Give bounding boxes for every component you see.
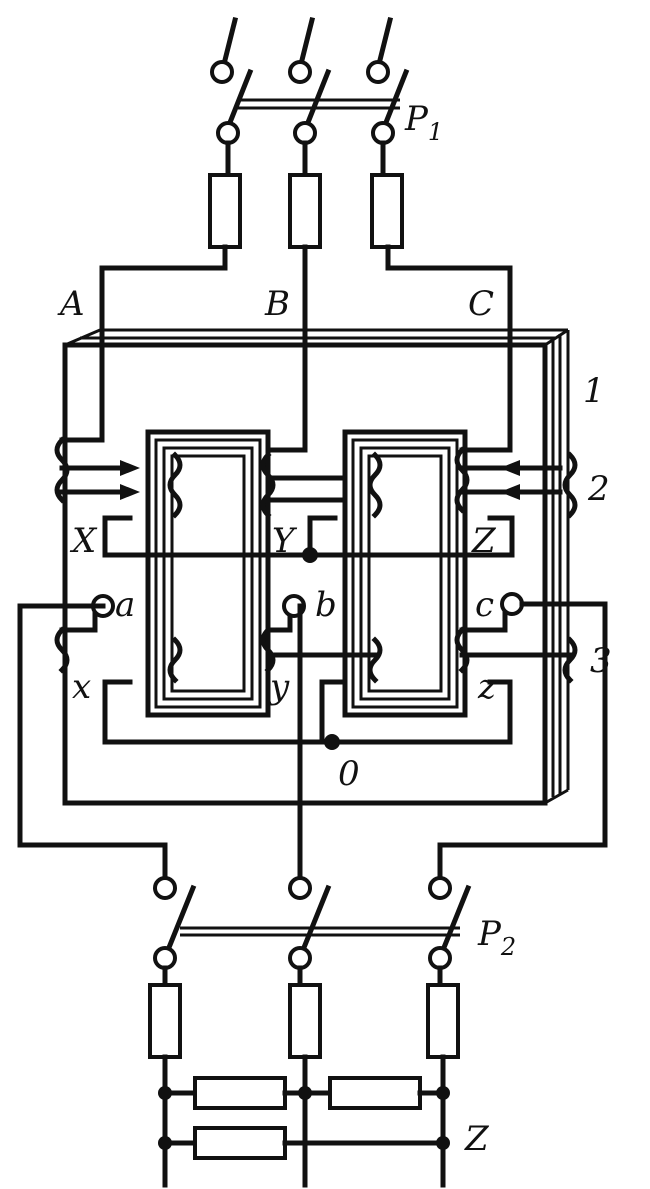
- label-Z: Z: [471, 521, 497, 561]
- neutral-point: [324, 734, 340, 750]
- label-b: b: [315, 585, 337, 625]
- terminal-top-1: [210, 60, 234, 84]
- primary-star: [102, 515, 515, 563]
- callout-primary-winding: 2: [587, 469, 610, 509]
- label-A: A: [57, 284, 85, 324]
- primary-windings: [54, 436, 578, 519]
- label-c: c: [475, 585, 494, 625]
- label-neutral: 0: [338, 754, 360, 794]
- fuse-top-a: [208, 173, 242, 249]
- callout-secondary-winding: 3: [590, 641, 612, 681]
- secondary-output-lines: [17, 601, 608, 878]
- terminal-c: [500, 592, 524, 616]
- label-Y: Y: [272, 521, 298, 561]
- primary-star-point: [302, 547, 318, 563]
- label-X: X: [69, 521, 98, 561]
- switch-bottom-label: P2: [477, 914, 516, 961]
- fuse-bottom-b: [288, 983, 322, 1059]
- top-fuses: [208, 140, 404, 249]
- label-load: Z: [464, 1119, 490, 1159]
- fuse-bottom-a: [148, 983, 182, 1059]
- transformer-core: [62, 328, 570, 806]
- primary-lines: [59, 244, 513, 453]
- load-network: [158, 1054, 450, 1188]
- label-a: a: [115, 585, 135, 625]
- label-z: z: [477, 667, 497, 707]
- label-y: y: [268, 667, 290, 707]
- load-resistor-ab: [193, 1076, 287, 1110]
- bottom-fuses: [148, 965, 460, 1059]
- load-resistor-ca: [193, 1126, 287, 1160]
- callout-core: 1: [583, 371, 605, 411]
- top-switch: [210, 16, 410, 145]
- bottom-switch: [153, 876, 472, 970]
- secondary-windings: [54, 626, 578, 684]
- switch-top-label: P1: [404, 99, 443, 146]
- label-x: x: [72, 667, 91, 707]
- label-B: B: [264, 284, 290, 324]
- fuse-top-b: [288, 173, 322, 249]
- secondary-star: [102, 679, 513, 750]
- load-resistor-bc: [328, 1076, 422, 1110]
- fuse-bottom-c: [426, 983, 460, 1059]
- fuse-top-c: [370, 173, 404, 249]
- label-C: C: [468, 284, 494, 324]
- terminal-top-3: [366, 60, 390, 84]
- terminal-top-2: [288, 60, 312, 84]
